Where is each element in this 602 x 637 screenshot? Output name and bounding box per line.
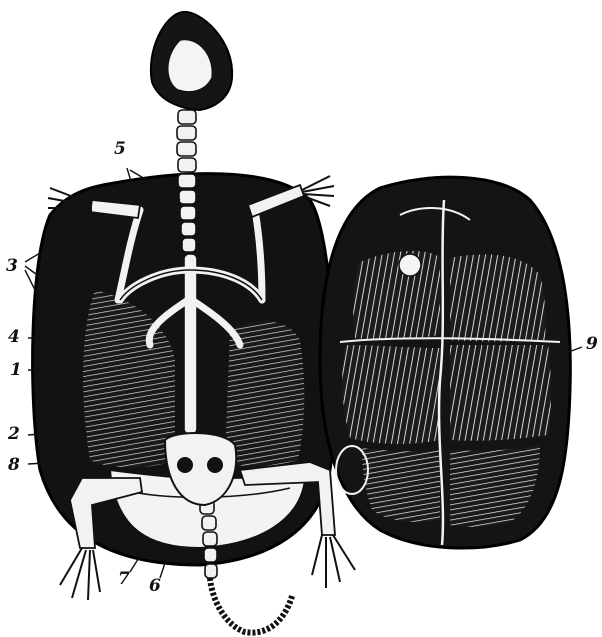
callout-label-8: 8: [8, 457, 20, 474]
callout-label-6: 6: [149, 578, 161, 595]
callout-label-3: 3: [6, 258, 18, 275]
callout-label-1: 1: [10, 362, 22, 379]
callout-label-4: 4: [8, 329, 20, 346]
carapace-with-skeleton: [33, 12, 355, 633]
callout-label-2: 2: [8, 426, 20, 443]
plastron: [320, 177, 570, 548]
callout-label-9: 9: [586, 336, 598, 353]
callout-label-7: 7: [118, 571, 130, 588]
callout-label-5: 5: [114, 141, 126, 158]
